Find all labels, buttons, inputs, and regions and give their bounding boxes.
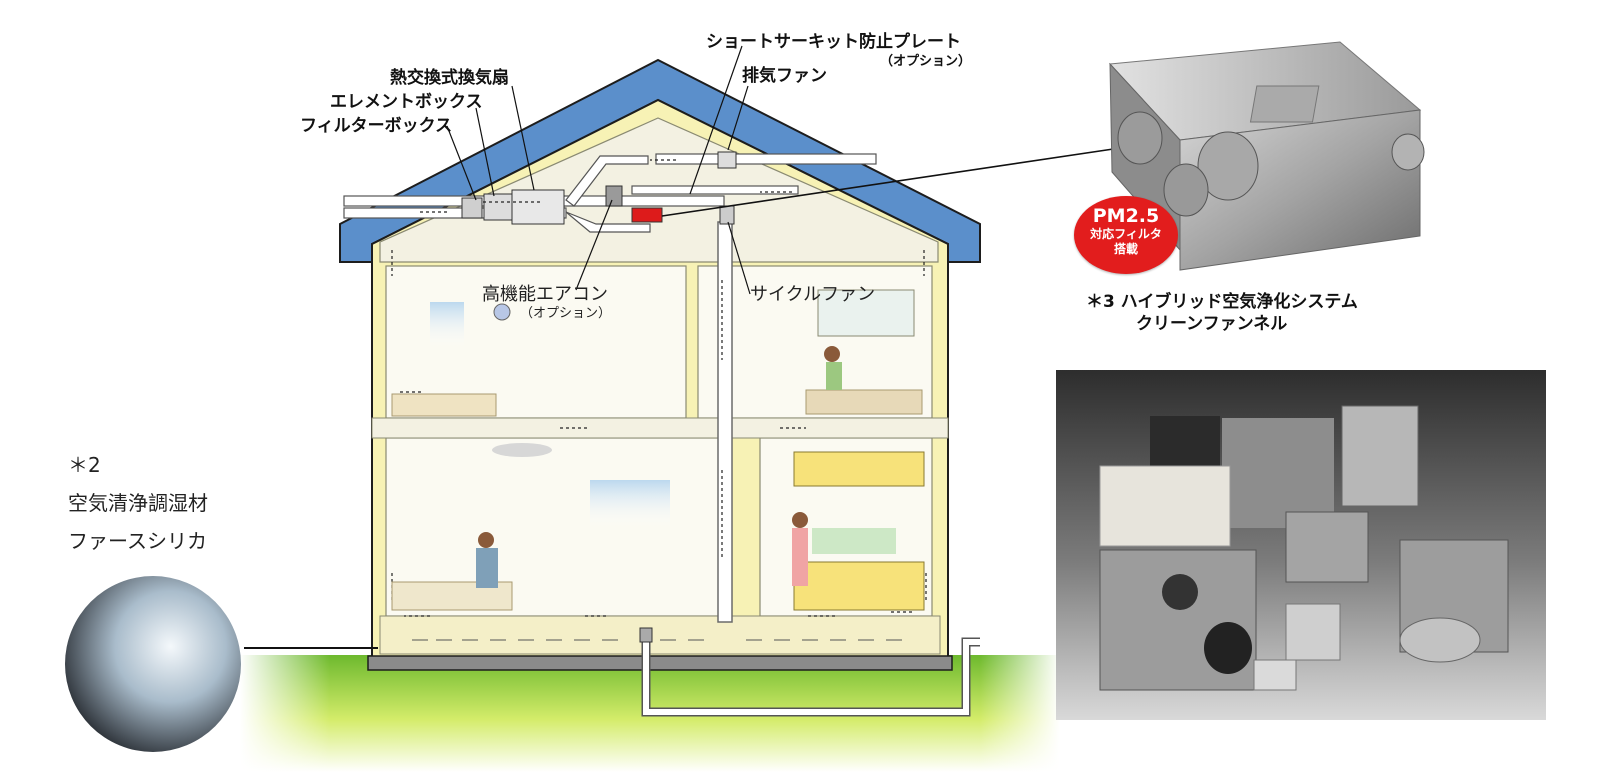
label-short-circuit-plate: ショートサーキット防止プレート: [706, 32, 961, 52]
house-cross-section: [339, 58, 981, 717]
badge-filter-text: 対応フィルタ: [1090, 227, 1162, 241]
label-filter-box: フィルターボックス: [300, 116, 453, 136]
product-caption-line1: ＊3 ハイブリッド空気浄化システム: [1086, 292, 1358, 312]
product-caption-line2: クリーンファンネル: [1136, 314, 1288, 334]
silica-name-line2: ファースシリカ: [68, 529, 207, 553]
label-heat-exchange-fan: 熱交換式換気扇: [390, 68, 509, 88]
product-lineup-photo: [1056, 370, 1546, 720]
badge-pm25: PM2.5: [1092, 205, 1160, 227]
label-element-box: エレメントボックス: [330, 92, 483, 112]
label-aircon-option: （オプション）: [520, 306, 612, 321]
fars-silica-photo: [65, 576, 241, 752]
silica-name-line1: 空気清浄調湿材: [68, 491, 208, 515]
label-exhaust-fan: 排気ファン: [742, 66, 827, 86]
pm25-filter-badge: PM2.5 対応フィルタ 搭載: [1074, 196, 1178, 274]
label-cycle-fan: サイクルファン: [750, 284, 876, 305]
badge-mounted-text: 搭載: [1113, 242, 1138, 256]
silica-note: ＊2: [68, 453, 101, 477]
leader-lines: [244, 45, 1121, 649]
clean-funnel-unit-photo: [1108, 41, 1425, 271]
label-short-circuit-option: （オプション）: [880, 54, 972, 69]
label-aircon: 高機能エアコン: [482, 284, 608, 305]
